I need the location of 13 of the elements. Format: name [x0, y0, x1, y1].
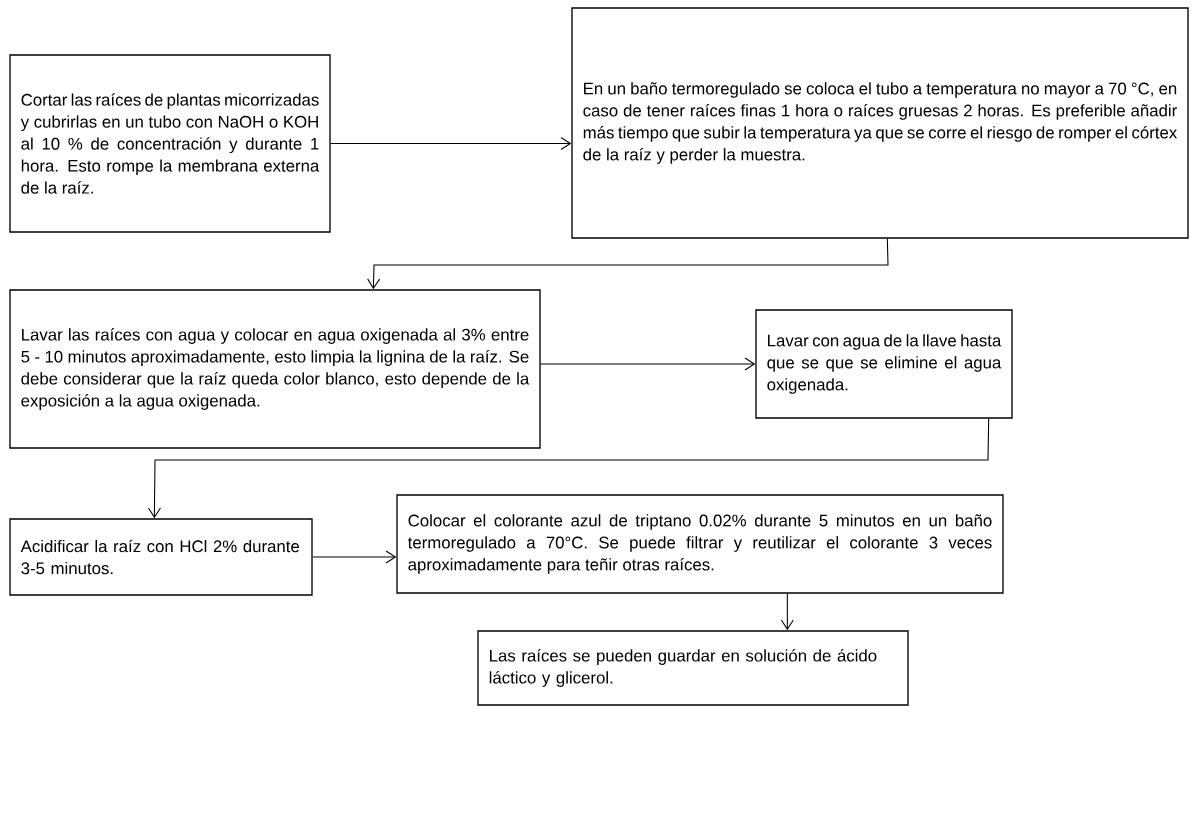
arrow [330, 136, 572, 151]
arrow [312, 550, 397, 564]
process-box: Las raíces se pueden guardar en solución de ácido láctico y glicerol. [477, 630, 909, 706]
process-box: Acidificar la raíz con HCl 2% durante 3-5 minutos. [9, 518, 313, 596]
process-box: Lavar las raíces con agua y colocar en agua oxigenada al 3% entre 5 - 10 minutos aproximadamente, esto limpia la lignina de la raíz. Se debe considerar que la raíz queda color blanco, esto depende de la exposición a la agua oxigenada. [9, 289, 541, 449]
arrow [780, 593, 794, 631]
arrow [367, 238, 889, 290]
process-box: Cortar las raíces de plantas micorrizadas y cubrirlas en un tubo con NaOH o KOH al 10 % de concentración y durante 1 hora. Esto rompe la membrana externa de la raíz. [9, 54, 331, 233]
arrow [147, 418, 990, 519]
process-box: Colocar el colorante azul de triptano 0.02% durante 5 minutos en un baño termoregulado a 70°C. Se puede filtrar y reutilizar el colorante 3 veces aproximadamente para teñir otras raíces. [396, 494, 1004, 594]
arrow [540, 357, 756, 371]
process-box: En un baño termoregulado se coloca el tubo a temperatura no mayor a 70 °C, en caso de tener raíces finas 1 hora o raíces gruesas 2 horas. Es preferible añadir más tiempo que subir la temperatura ya que se corre el riesgo de romper el córtex de la raíz y perder la muestra. [571, 7, 1189, 239]
process-box: Lavar con agua de la llave hasta que se que se elimine el agua oxigenada. [755, 309, 1013, 419]
